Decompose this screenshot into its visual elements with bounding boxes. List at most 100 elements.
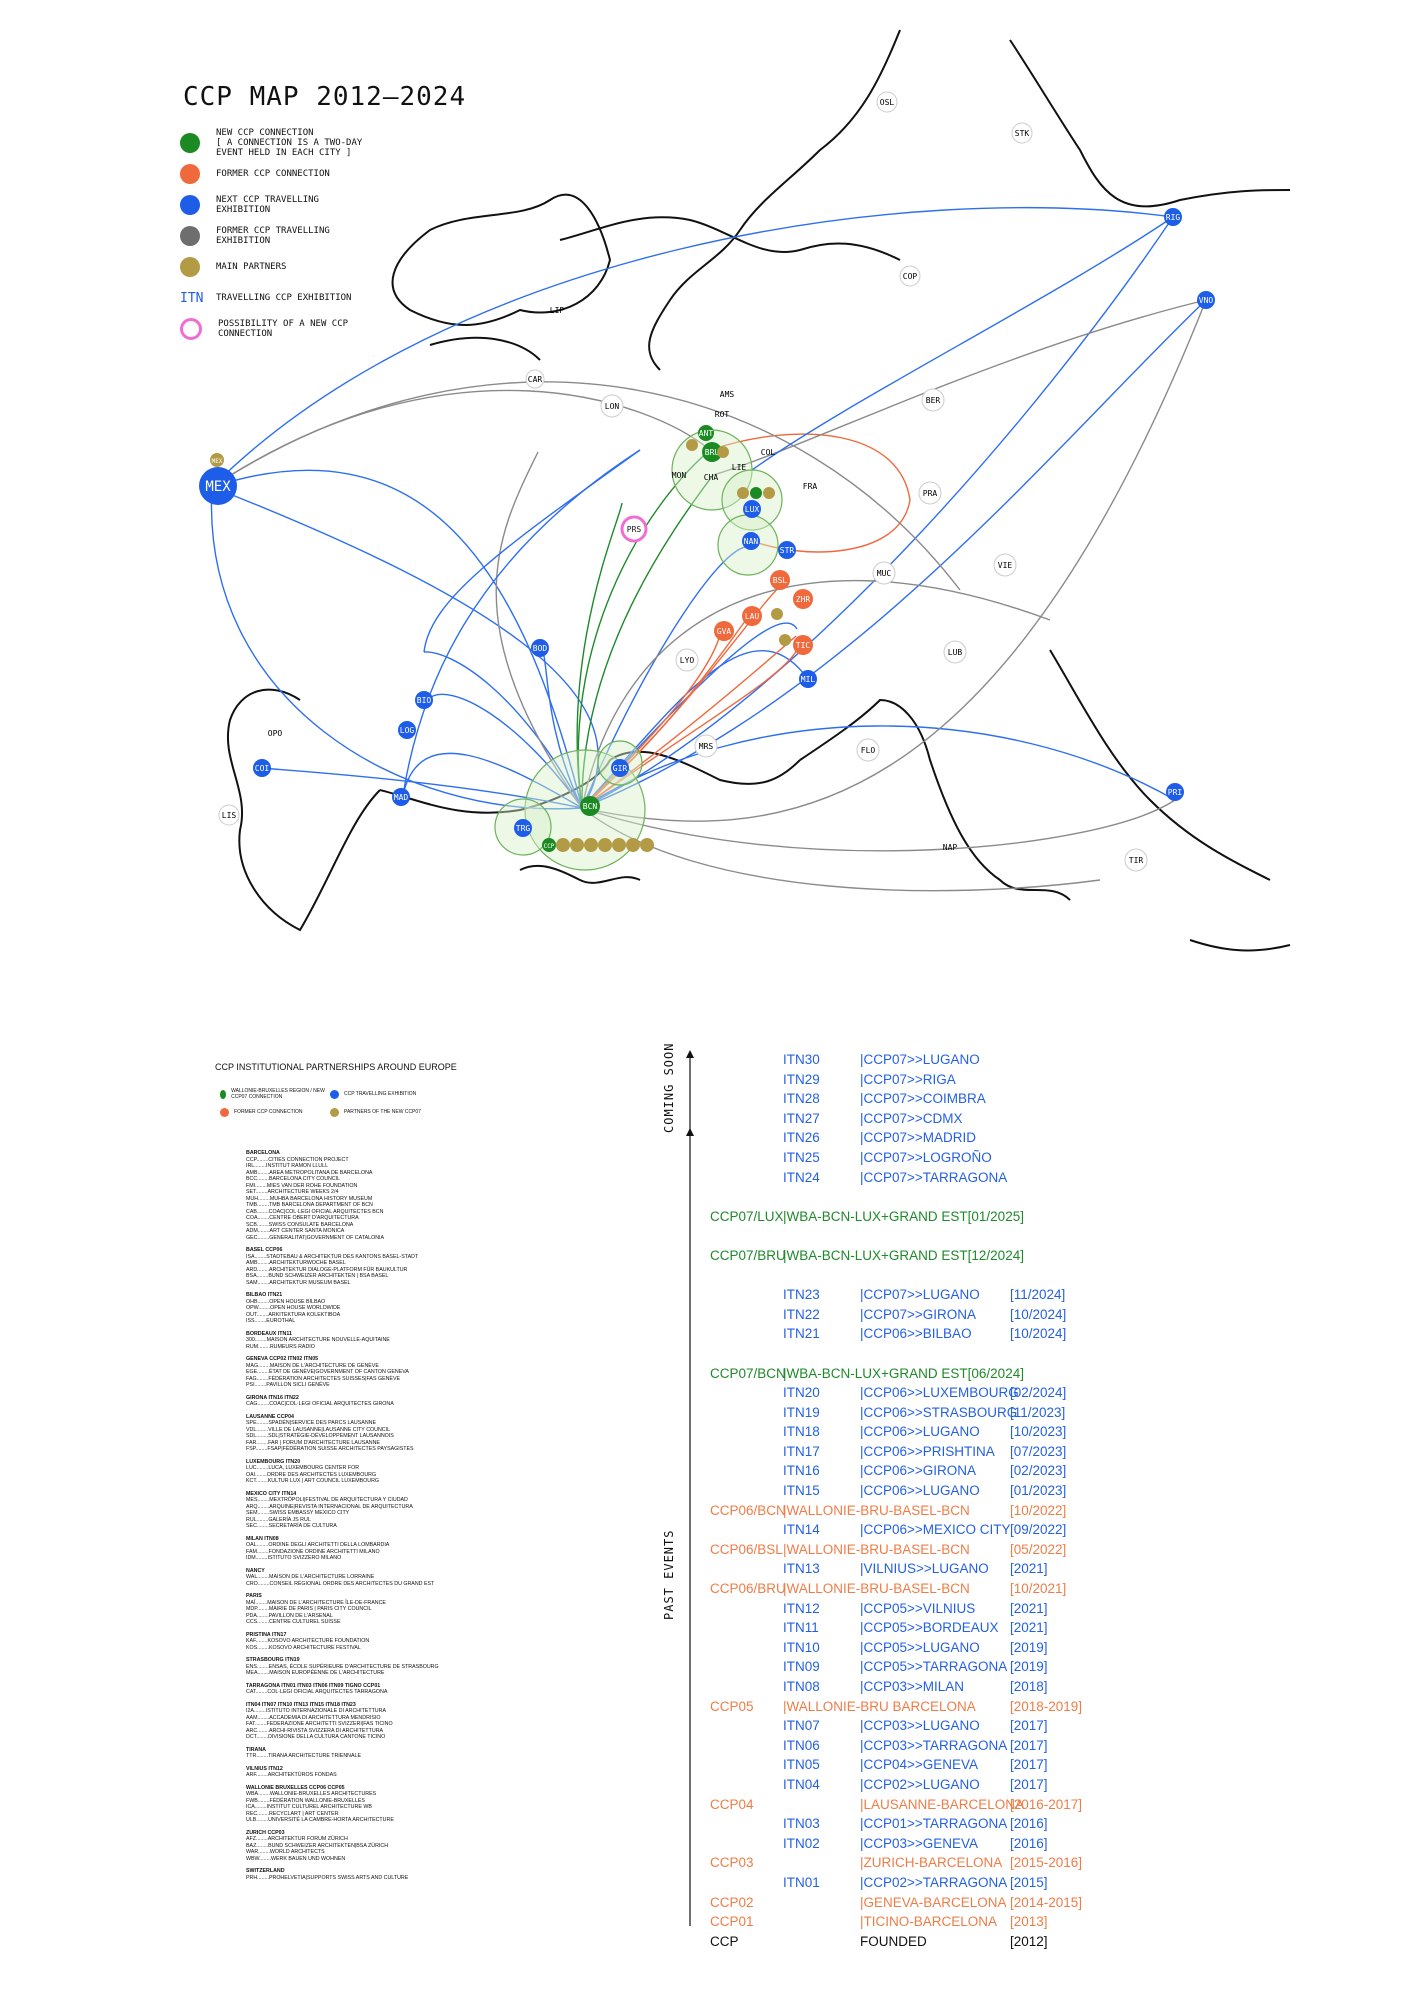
timeline-date: [10/2024]	[1010, 1326, 1067, 1342]
city-labels: OSL STK COP LIP CAR LON AMS ROT BER COL …	[218, 91, 1148, 872]
node-str[interactable]: STR	[778, 541, 796, 559]
partner-group-head: LAUSANNE CCP04	[246, 1413, 294, 1420]
city-ber: BER	[921, 388, 945, 412]
timeline-itn: ITN26	[783, 1130, 820, 1146]
node-lux[interactable]: LUX	[743, 500, 761, 518]
node-mad[interactable]: MAD	[392, 788, 410, 806]
node-rig[interactable]: RIG	[1164, 208, 1182, 226]
svg-text:NAN: NAN	[744, 537, 759, 546]
connection-nodes[interactable]: BRU ANT BCN BSL ZHR LAU GVA TIC PRS MEX …	[210, 425, 813, 852]
blue-dot-icon	[180, 195, 200, 215]
partner-group-head: ZURICH CCP03	[246, 1829, 285, 1836]
svg-text:FLO: FLO	[861, 746, 876, 755]
svg-text:RIG: RIG	[1166, 213, 1181, 222]
node-zhr[interactable]: ZHR	[793, 589, 813, 609]
node-bod[interactable]: BOD	[531, 639, 549, 657]
timeline-date: [02/2024]	[1010, 1385, 1067, 1401]
timeline-itn: |WALLONIE-BRU-BASEL-BCN	[783, 1541, 970, 1557]
partner-item: OAL........ORDINE DEGLI ARCHITETTI DELLA…	[246, 1542, 390, 1548]
svg-text:MRS: MRS	[699, 742, 714, 751]
timeline-itn: ITN25	[783, 1149, 820, 1165]
node-lau[interactable]: LAU	[742, 606, 762, 626]
partner-item: SAM........ARCHITEKTUR MUSEUM BASEL	[246, 1279, 351, 1286]
timeline-date: [10/2022]	[1010, 1502, 1067, 1518]
partnerships-title: CCP INSTITUTIONAL PARTNERSHIPS AROUND EU…	[215, 1062, 457, 1072]
node-bio[interactable]: BIO	[415, 691, 433, 709]
svg-text:BRU: BRU	[705, 448, 720, 457]
partner-item: FMI........MIES VAN DER ROHE FOUNDATION	[246, 1182, 358, 1189]
timeline-itn: ITN14	[783, 1522, 820, 1538]
partner-item: FAT........FEDERAZIONE ARCHITETTI SVIZZE…	[246, 1721, 393, 1727]
node-gir[interactable]: GIR	[611, 759, 629, 777]
node-vno[interactable]: VNO	[1197, 291, 1215, 309]
timeline-date: [10/2023]	[1010, 1424, 1067, 1440]
city-cop: COP	[899, 265, 921, 287]
timeline-row: ITN01|CCP02>>TARRAGONA[2015]	[710, 1875, 1400, 1895]
node-log[interactable]: LOG	[398, 721, 416, 739]
timeline-route: |CCP03>>TARRAGONA	[860, 1737, 1008, 1753]
timeline-route: |CCP07>>TARRAGONA	[860, 1169, 1008, 1185]
city-vie: VIE	[993, 553, 1017, 577]
partner-item: ISA........STADTEBAU & ARCHITEKTUR DES K…	[246, 1253, 419, 1260]
svg-text:NAP: NAP	[943, 843, 958, 852]
partner-item: SPE........SPADÉN|SERVICE DES PARCS LAUS…	[246, 1420, 377, 1426]
exhibition-nodes[interactable]: RIG VNO MEX BOD BIO LOG COI MAD PRI MIL …	[199, 208, 1215, 837]
partner-item: PDA........PAVILLON DE L'ARSENAL	[246, 1612, 333, 1619]
node-gva[interactable]: GVA	[714, 621, 734, 641]
timeline-itn: ITN12	[783, 1600, 820, 1616]
orange-dot-icon	[220, 1107, 229, 1117]
svg-text:VNO: VNO	[1199, 296, 1214, 305]
timeline-route: |CCP07>>RIGA	[860, 1071, 956, 1087]
city-cha: CHA	[704, 473, 719, 482]
partner-group-head: MEXICO CITY ITN14	[246, 1490, 297, 1497]
timeline-row: ITN21|CCP06>>BILBAO[10/2024]	[710, 1326, 1400, 1346]
partner-group-head: NANCY	[246, 1567, 265, 1574]
node-ant[interactable]: ANT	[698, 425, 714, 441]
node-prs[interactable]: PRS	[620, 515, 648, 543]
partner-group-head: PRISTINA ITN17	[246, 1631, 287, 1638]
partner-item: ICA........INSTITUT CULTUREL ARCHITECTUR…	[246, 1804, 372, 1810]
coming-soon-label: COMING SOON	[662, 1042, 676, 1133]
partner-group-head: VILNIUS ITN12	[246, 1765, 283, 1772]
partner-item: RUL........GALERÍA JS RUL	[246, 1516, 311, 1523]
timeline-row: CCP01|TICINO-BARCELONA[2013]	[710, 1914, 1400, 1934]
node-mex[interactable]: MEX	[199, 467, 237, 505]
timeline-date: [2017]	[1010, 1776, 1048, 1792]
node-bcn[interactable]: BCN	[580, 796, 600, 816]
svg-text:VIE: VIE	[998, 561, 1013, 570]
svg-text:CHA: CHA	[704, 473, 719, 482]
node-mil[interactable]: MIL	[799, 670, 817, 688]
node-bsl[interactable]: BSL	[770, 570, 790, 590]
map-legend: NEW CCP CONNECTION [ A CONNECTION IS A T…	[180, 128, 480, 345]
node-bru[interactable]: BRU	[702, 442, 722, 462]
node-pri[interactable]: PRI	[1166, 783, 1184, 801]
node-tic[interactable]: TIC	[793, 635, 813, 655]
partner-item: OPW........OPEN HOUSE WORLDWIDE	[246, 1305, 341, 1311]
timeline-date: [11/2024]	[1010, 1287, 1066, 1303]
timeline-itn: ITN05	[783, 1757, 820, 1773]
timeline-row	[710, 1228, 1400, 1248]
partner-group-head: BILBAO ITN21	[246, 1292, 283, 1298]
timeline-route: |CCP05>>TARRAGONA	[860, 1659, 1008, 1675]
timeline-row: ITN18|CCP06>>LUGANO[10/2023]	[710, 1424, 1400, 1444]
timeline-date: [2018-2019]	[1010, 1698, 1083, 1714]
legend-new-connection: NEW CCP CONNECTION [ A CONNECTION IS A T…	[180, 128, 480, 158]
node-trg[interactable]: TRG	[514, 819, 532, 837]
partner-group-head: BASEL CCP06	[246, 1247, 283, 1253]
svg-text:LIP: LIP	[550, 306, 565, 315]
city-osl: OSL	[876, 91, 898, 113]
partner-group-head: LUXEMBOURG ITN20	[246, 1458, 301, 1465]
node-coi[interactable]: COI	[253, 759, 271, 777]
timeline-row: ITN03|CCP01>>TARRAGONA[2016]	[710, 1816, 1400, 1836]
svg-text:AMS: AMS	[720, 390, 735, 399]
timeline-itn: ITN03	[783, 1816, 820, 1832]
partner-item: LUC........LUCA, LUXEMBOURG CENTER FOR	[246, 1465, 360, 1471]
svg-text:MEX: MEX	[205, 479, 231, 495]
timeline-route: |CCP06>>GIRONA	[860, 1463, 977, 1479]
node-nan[interactable]: NAN	[742, 532, 760, 550]
svg-text:COI: COI	[255, 764, 270, 773]
